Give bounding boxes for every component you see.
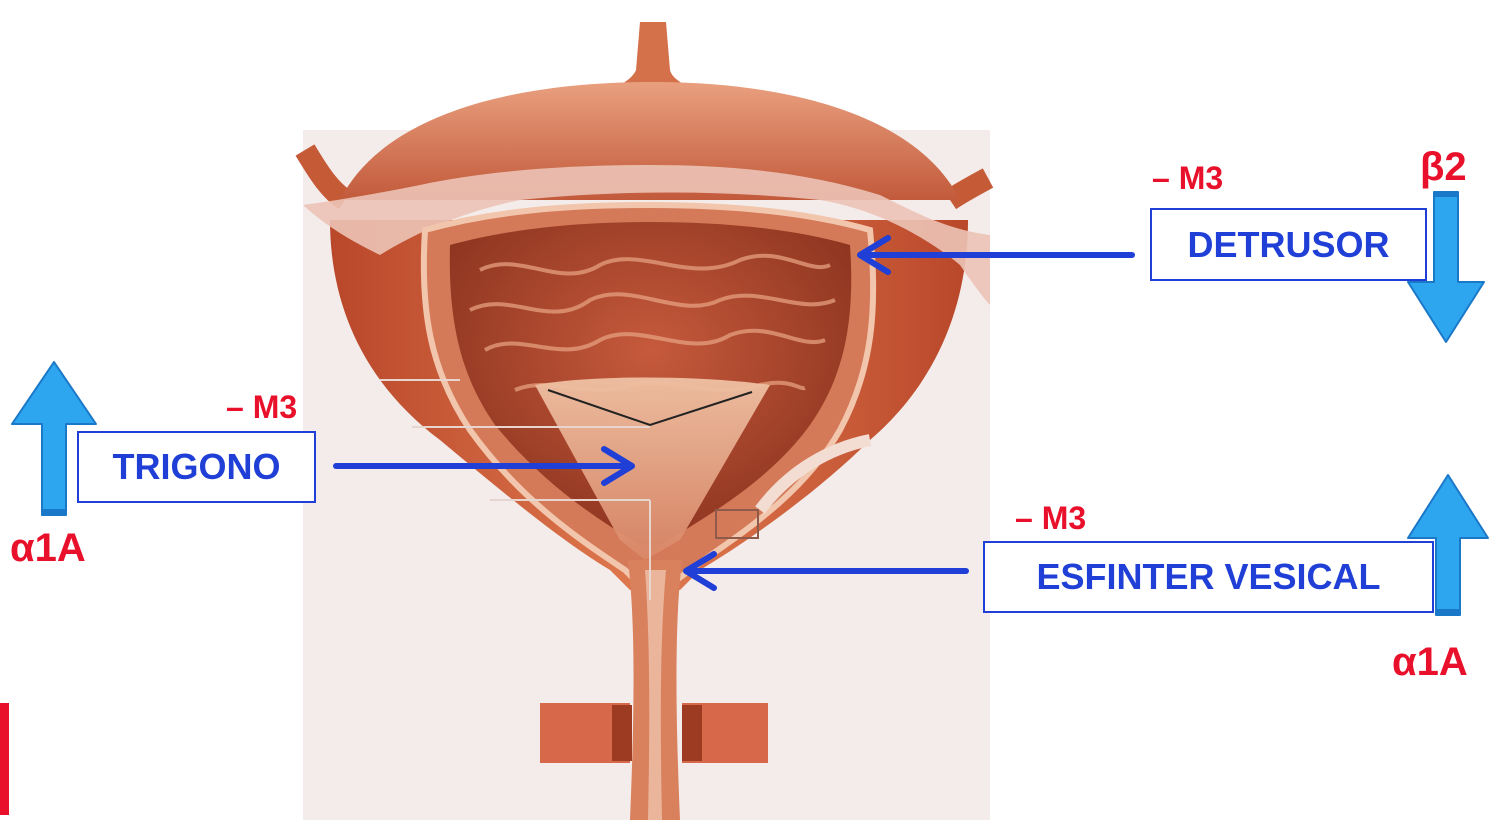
esfinter-alpha1a-label: α1A bbox=[1392, 640, 1468, 685]
trigono-arrow-cap bbox=[42, 509, 66, 514]
sphincter-right-section bbox=[682, 705, 702, 761]
trigono-label: TRIGONO bbox=[77, 431, 316, 503]
detrusor-arrow-cap bbox=[1434, 192, 1458, 197]
detrusor-m3-label: – M3 bbox=[1152, 160, 1223, 197]
urachus bbox=[604, 22, 700, 92]
esfinter-vesical-label: ESFINTER VESICAL bbox=[983, 541, 1434, 613]
detrusor-label: DETRUSOR bbox=[1150, 208, 1427, 281]
esfinter-m3-label: – M3 bbox=[1015, 500, 1086, 537]
detrusor-beta2-label: β2 bbox=[1420, 145, 1467, 190]
trigono-alpha1a-label: α1A bbox=[10, 526, 86, 571]
sphincter-left-section bbox=[612, 705, 632, 761]
esfinter-arrow-cap bbox=[1436, 609, 1460, 614]
red-edge-bar bbox=[0, 703, 9, 815]
trigono-m3-label: – M3 bbox=[226, 389, 297, 426]
